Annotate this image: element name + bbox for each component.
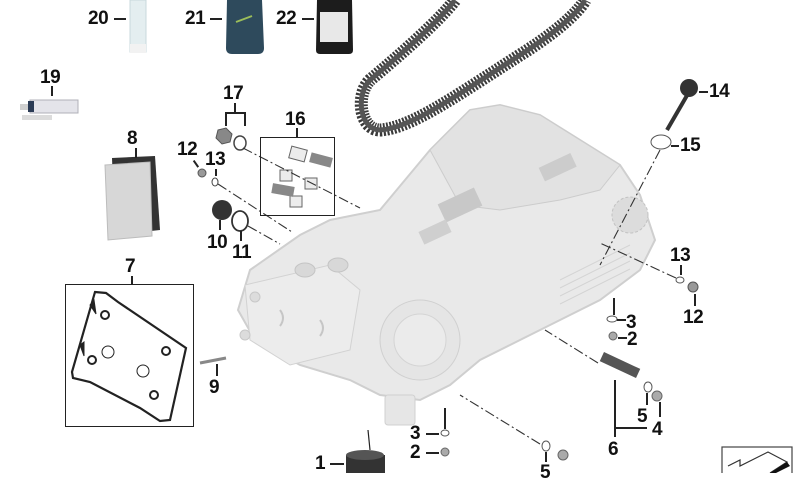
callout-20: 20 [88,8,109,29]
leader-7 [131,276,133,284]
transmission-housing [236,103,657,426]
callout-1: 1 [315,453,326,474]
leader-4 [659,402,661,417]
callout-2-bottom: 2 [410,442,421,463]
leader-17-right [244,112,246,126]
nut-washer-part [215,127,247,151]
damper-kit-frame [260,137,335,216]
callout-17: 17 [223,83,244,104]
damper-kit-part [271,145,333,208]
callout-9: 9 [209,377,220,398]
leader-21 [210,18,222,20]
leader-17-bracket [225,112,245,114]
callout-15: 15 [680,135,701,156]
oil-filter-part [346,429,385,473]
leader-17-left [225,112,227,126]
callout-21: 21 [185,8,206,29]
leader-22 [302,18,314,20]
grease-tube-part [129,0,147,53]
gasket-set-frame [65,284,194,427]
callout-11: 11 [232,242,252,263]
drive-belt [354,0,591,137]
leader-3-right [617,319,626,321]
callout-7: 7 [125,256,136,277]
leader-3-bottom [426,433,439,435]
callout-3-bottom: 3 [410,423,421,444]
callout-3-right: 3 [626,312,637,333]
leader-6-bracket [614,427,647,429]
callout-5-right: 5 [637,406,648,427]
leader-11 [240,231,242,241]
dipstick-part [650,79,698,150]
leader-5-bottom [545,452,547,462]
leader-6 [614,380,616,437]
leader-14 [699,91,708,93]
parts-illustration [20,0,793,473]
oil-bottle-black-part [316,0,353,54]
leader-19 [51,86,53,96]
leader-17 [234,103,236,112]
leader-15 [671,145,679,147]
stud-bolt-part [199,356,227,365]
leader-8 [135,148,137,158]
callout-2-right: 2 [627,329,638,350]
filter-element-part [104,156,160,241]
callout-8: 8 [127,128,138,149]
leader-5-right [646,393,648,405]
callout-10: 10 [207,232,228,253]
screw-plug-part [197,168,207,178]
strainer-part [599,352,641,378]
leader-13-right [680,265,682,275]
callout-12-left: 12 [177,139,198,160]
callout-4: 4 [652,419,663,440]
seal-ring-part [211,177,219,187]
callout-16: 16 [285,109,306,130]
cap-part [212,200,249,232]
leader-3-bottom-vert [444,408,446,429]
callout-13-right: 13 [670,245,691,266]
leader-2-right [618,337,627,339]
callout-13-left: 13 [205,149,226,170]
callout-14: 14 [709,81,730,102]
gasket-set-part [70,290,188,423]
leader-2-bottom [426,452,439,454]
callout-19: 19 [40,67,61,88]
leader-12-right [694,294,696,306]
leader-13-left [215,169,217,176]
thumbnail-frame [721,446,793,473]
callout-12-right: 12 [683,307,704,328]
callout-6: 6 [608,439,619,460]
leader-20 [114,18,126,20]
leader-9 [216,364,218,376]
leader-3-right-vert [613,298,615,315]
leader-16 [296,128,298,137]
leader-10 [219,220,221,230]
callout-22: 22 [276,8,297,29]
oil-bottle-blue-part [226,0,264,54]
leader-1 [330,463,344,465]
sealant-tube-part [20,99,79,120]
